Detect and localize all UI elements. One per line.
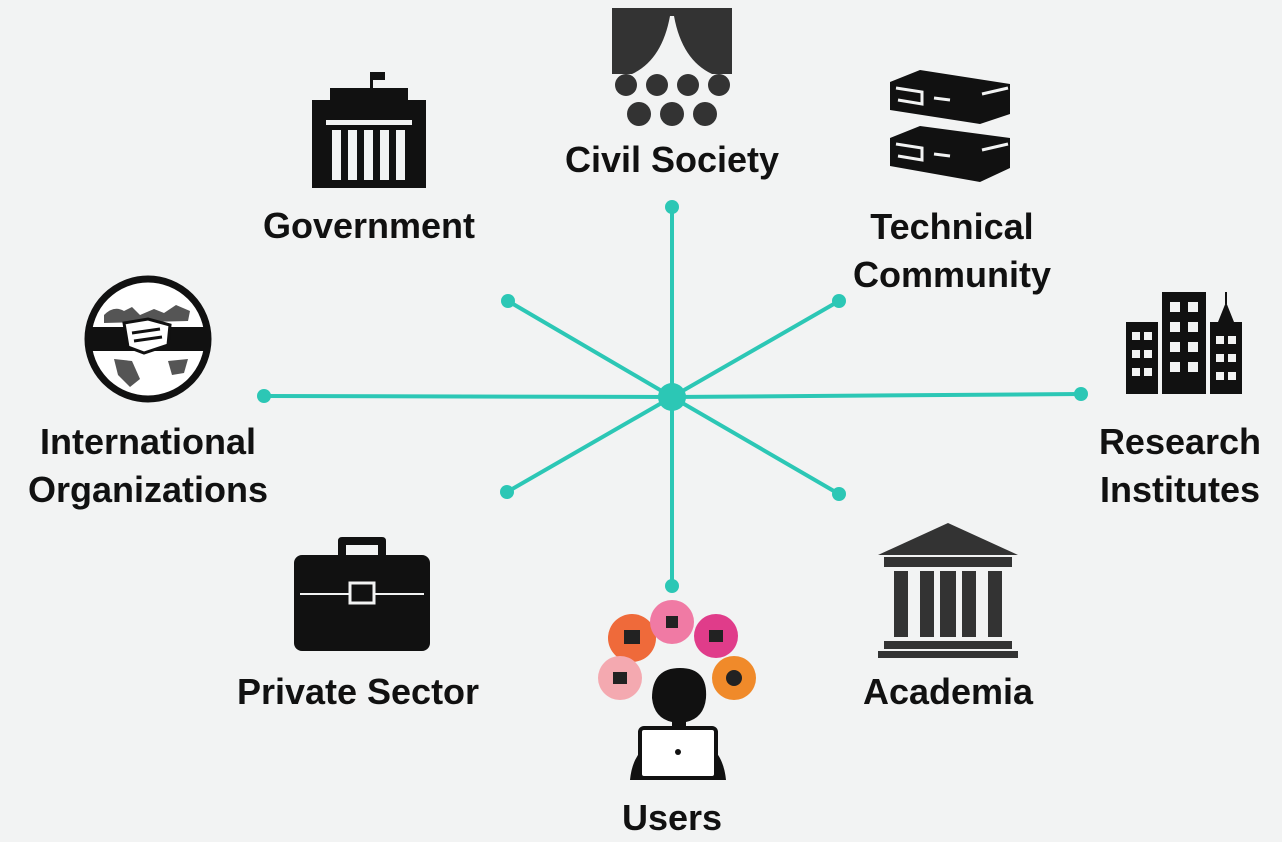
hub-center — [658, 383, 686, 411]
node-civil-society — [665, 200, 679, 214]
label-technical-community: Technical Community — [853, 206, 1051, 295]
label-civil-society: Civil Society — [564, 139, 780, 180]
node-users — [665, 579, 679, 593]
government-building-icon — [312, 72, 426, 188]
label-users: Users — [621, 797, 723, 838]
spoke-technical-community — [670, 299, 841, 399]
classical-building-icon — [878, 523, 1018, 658]
label-research-institutes: Research Institutes — [1098, 421, 1262, 510]
city-buildings-icon — [1126, 292, 1242, 394]
audience-icon — [612, 8, 732, 126]
node-international-organizations — [257, 389, 271, 403]
handshake-globe-icon — [84, 275, 212, 403]
node-academia — [832, 487, 846, 501]
label-government: Government — [262, 205, 476, 246]
spoke-research-institutes — [670, 392, 1083, 399]
node-research-institutes — [1074, 387, 1088, 401]
label-private-sector: Private Sector — [236, 671, 480, 712]
node-technical-community — [832, 294, 846, 308]
node-private-sector — [500, 485, 514, 499]
user-laptop-icon — [598, 600, 756, 780]
label-international-organizations: International Organizations — [27, 421, 269, 510]
label-academia: Academia — [862, 671, 1034, 712]
briefcase-icon — [294, 537, 430, 651]
spoke-academia — [670, 395, 841, 496]
spoke-private-sector — [505, 395, 674, 494]
server-rack-icon — [890, 70, 1010, 182]
node-government — [501, 294, 515, 308]
spoke-government — [506, 299, 674, 399]
spoke-international-organizations — [262, 394, 674, 399]
